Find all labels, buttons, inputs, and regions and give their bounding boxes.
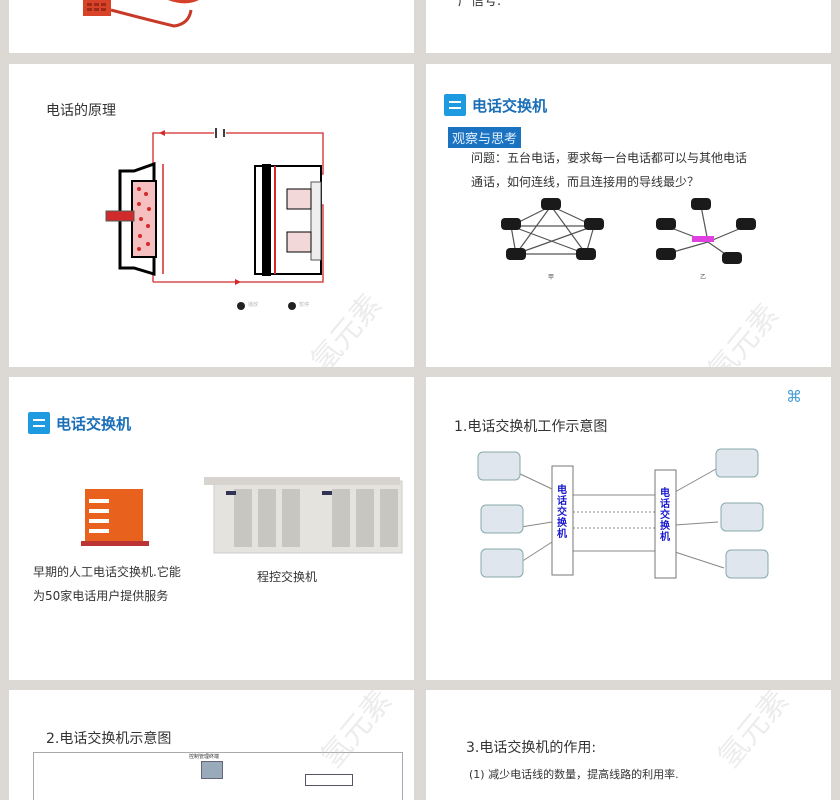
red-telephone-image <box>83 0 199 28</box>
label-a: 甲 <box>548 274 555 281</box>
watermark: 氢元素 <box>701 297 787 367</box>
manual-switchboard-image <box>81 489 149 546</box>
slide-title: 3.电话交换机的作用: <box>466 740 597 756</box>
question-line-2: 通话，如何连线，而且连接用的导线最少？ <box>471 175 700 189</box>
pause-button <box>288 302 296 310</box>
slide-thumbnail[interactable]: ⌘ 1.电话交换机工作示意图 电话交换机 电话交换机 <box>426 377 831 680</box>
slide-title: 2.电话交换机示意图 <box>46 731 172 747</box>
section-title-text: 电话交换机 <box>56 414 132 433</box>
slide-thumbnail[interactable]: 电话交换机 早期的人工电话交换机.它能 为50家电话用户提供服务 程控交换机 <box>9 377 414 680</box>
slide-thumbnail[interactable]: 2.电话交换机示意图 控制管理终端 氢元素 <box>9 690 414 800</box>
switch-label-right: 电话交换机 <box>660 488 670 543</box>
telephone-principle-diagram <box>105 128 324 310</box>
list-item-1: (1) 减少电话线的数量，提高线路的利用率. <box>469 768 679 781</box>
slide-title: 1.电话交换机工作示意图 <box>454 419 608 435</box>
connection-diagram <box>501 198 756 264</box>
section-title: 电话交换机 <box>28 412 131 434</box>
caption-manual-1: 早期的人工电话交换机.它能 <box>33 565 181 579</box>
caption-manual-2: 为50家电话用户提供服务 <box>33 589 169 603</box>
observe-badge: 观察与思考 <box>448 127 522 148</box>
binoculars-icon: ⌘ <box>786 387 802 406</box>
slide-thumbnail[interactable] <box>9 0 414 53</box>
computer-icon <box>201 761 223 779</box>
partial-text: 产信号. <box>458 0 502 9</box>
question-line-1: 问题：五台电话，要求每一台电话都可以与其他电话 <box>471 151 748 165</box>
device-box <box>305 774 353 786</box>
terminal-label: 控制管理终端 <box>189 754 220 760</box>
play-label[interactable]: 播放 <box>248 302 259 308</box>
section-title: 电话交换机 <box>444 94 547 116</box>
section-number-icon <box>444 94 466 116</box>
diagram-frame <box>33 752 403 800</box>
slide-thumbnail[interactable]: 3.电话交换机的作用: (1) 减少电话线的数量，提高线路的利用率. 氢元素 <box>426 690 831 800</box>
switch-label-left: 电话交换机 <box>557 485 567 540</box>
program-controlled-switch-image <box>204 477 403 554</box>
slide-thumbnail[interactable]: 电话交换机 观察与思考 问题：五台电话，要求每一台电话都可以与其他电话 通话，如… <box>426 64 831 367</box>
section-number-icon <box>28 412 50 434</box>
watermark: 氢元素 <box>711 690 797 775</box>
slide-thumbnail[interactable]: 产信号. <box>426 0 831 53</box>
slide-thumbnail[interactable]: 电话的原理 播放 暂停 氢元素 <box>9 64 414 367</box>
pause-label[interactable]: 暂停 <box>299 302 310 308</box>
section-title-text: 电话交换机 <box>472 96 548 115</box>
switch-work-diagram <box>477 448 769 579</box>
play-button <box>237 302 245 310</box>
caption-program: 程控交换机 <box>257 570 318 584</box>
slide-title: 电话的原理 <box>46 103 116 119</box>
label-b: 乙 <box>700 274 707 281</box>
